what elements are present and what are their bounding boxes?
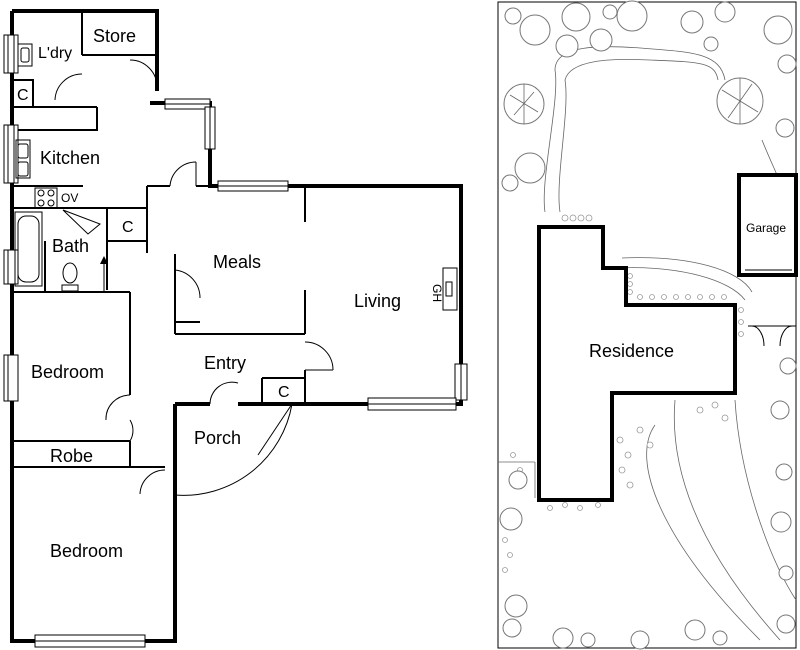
site-plan: Residence Garage	[497, 0, 798, 650]
room-label-bath: Bath	[52, 236, 89, 256]
oven-label: OV	[61, 191, 78, 205]
windows	[3, 34, 468, 648]
room-label-laundry: L'dry	[38, 45, 72, 62]
trees	[499, 0, 797, 650]
room-label-robe: Robe	[50, 446, 93, 466]
room-label-entry: Entry	[204, 353, 246, 373]
garden-paths	[498, 46, 797, 641]
gas-heater-label: GH	[430, 284, 444, 302]
residence-label: Residence	[589, 341, 674, 361]
room-label-bedroom-2: Bedroom	[50, 541, 123, 561]
room-label-bedroom-1: Bedroom	[31, 362, 104, 382]
room-label-store: Store	[93, 26, 136, 46]
doors	[54, 59, 334, 496]
fixtures	[14, 43, 458, 311]
garage-label: Garage	[746, 221, 786, 235]
garage-footprint	[737, 173, 798, 277]
cupboard-label-laundry: C	[17, 87, 29, 104]
site-boundary	[497, 1, 797, 649]
room-label-meals: Meals	[213, 252, 261, 272]
room-label-kitchen: Kitchen	[40, 148, 100, 168]
room-label-porch: Porch	[194, 428, 241, 448]
residence-footprint	[537, 225, 737, 502]
cupboard-label-bath: C	[122, 219, 134, 236]
fixture-labels: C C C OV GH	[17, 87, 444, 401]
interior-walls	[11, 11, 306, 468]
floor-plan: Store L'dry Kitchen Bath Meals Living En…	[3, 9, 468, 648]
gate	[748, 325, 796, 347]
cupboard-label-entry: C	[278, 384, 290, 401]
room-labels: Store L'dry Kitchen Bath Meals Living En…	[31, 26, 401, 561]
room-label-living: Living	[354, 291, 401, 311]
